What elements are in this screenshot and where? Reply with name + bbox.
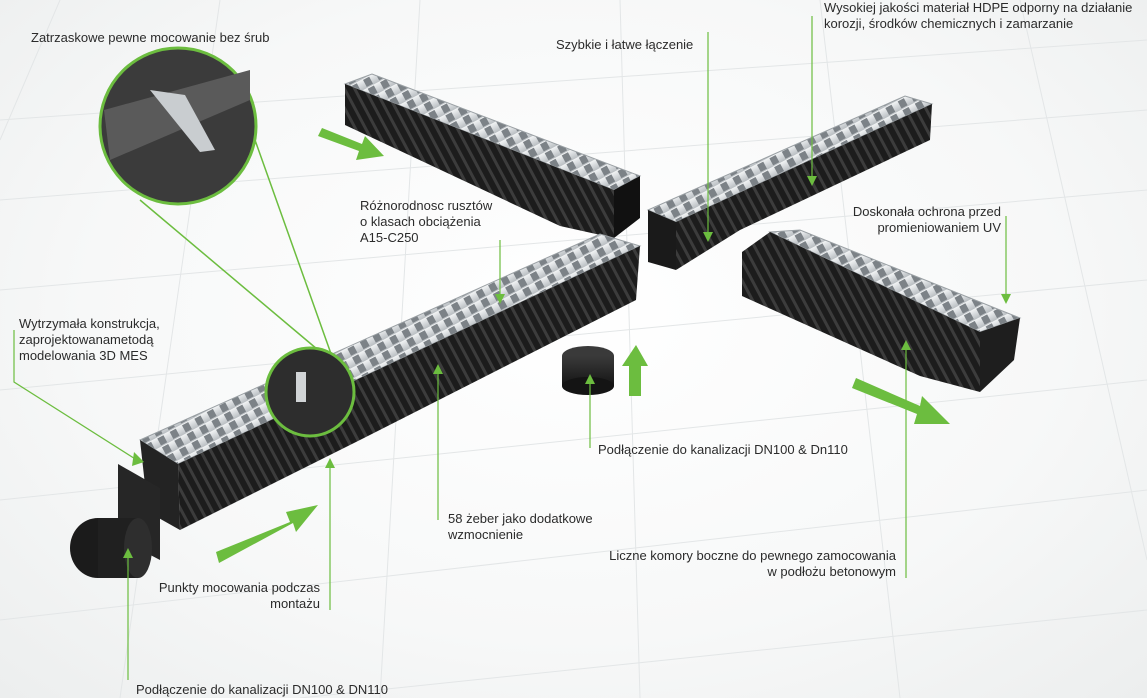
callout-mounting-points: Punkty mocowania podczas montażu — [158, 580, 320, 611]
leader-lines — [13, 16, 1011, 680]
magnifier-small — [264, 346, 356, 438]
channel-main — [138, 233, 642, 530]
callout-side-chambers: Liczne komory boczne do pewnego zamocowa… — [609, 548, 896, 579]
callout-uv-protection: Doskonała ochrona przed promieniowaniem … — [852, 204, 1001, 235]
channel-top-left — [343, 73, 642, 238]
callout-quick-connection: Szybkie i łatwe łączenie — [556, 37, 694, 52]
channel-right — [742, 229, 1022, 392]
arrow-right — [852, 378, 950, 424]
arrow-top-left — [318, 128, 384, 160]
callout-snap-fastening: Zatrzaskowe pewne mocowanie bez śrub — [31, 30, 270, 45]
callout-grate-classes: Różnorodnosc rusztów o klasach obciążeni… — [360, 198, 493, 245]
arrow-up-connector — [622, 345, 648, 396]
arrow-bottom-left — [216, 505, 318, 563]
callout-sewer-connection-end: Podłączenie do kanalizacji DN100 & DN110 — [136, 682, 388, 697]
callout-ribs: 58 żeber jako dodatkowe wzmocnienie — [448, 511, 593, 542]
callout-hdpe-material: Wysokiej jakości materiał HDPE odporny n… — [824, 0, 1133, 31]
channel-top-right — [646, 95, 934, 270]
magnifier-snap-detail — [98, 46, 336, 366]
pipe-outlet — [70, 464, 160, 578]
sewer-connector — [562, 346, 614, 395]
arrows — [216, 128, 950, 563]
callout-sewer-connection-outlet: Podłączenie do kanalizacji DN100 & Dn110 — [598, 442, 848, 457]
callout-durable-construction: Wytrzymała konstrukcja, zaprojektowaname… — [19, 316, 160, 363]
